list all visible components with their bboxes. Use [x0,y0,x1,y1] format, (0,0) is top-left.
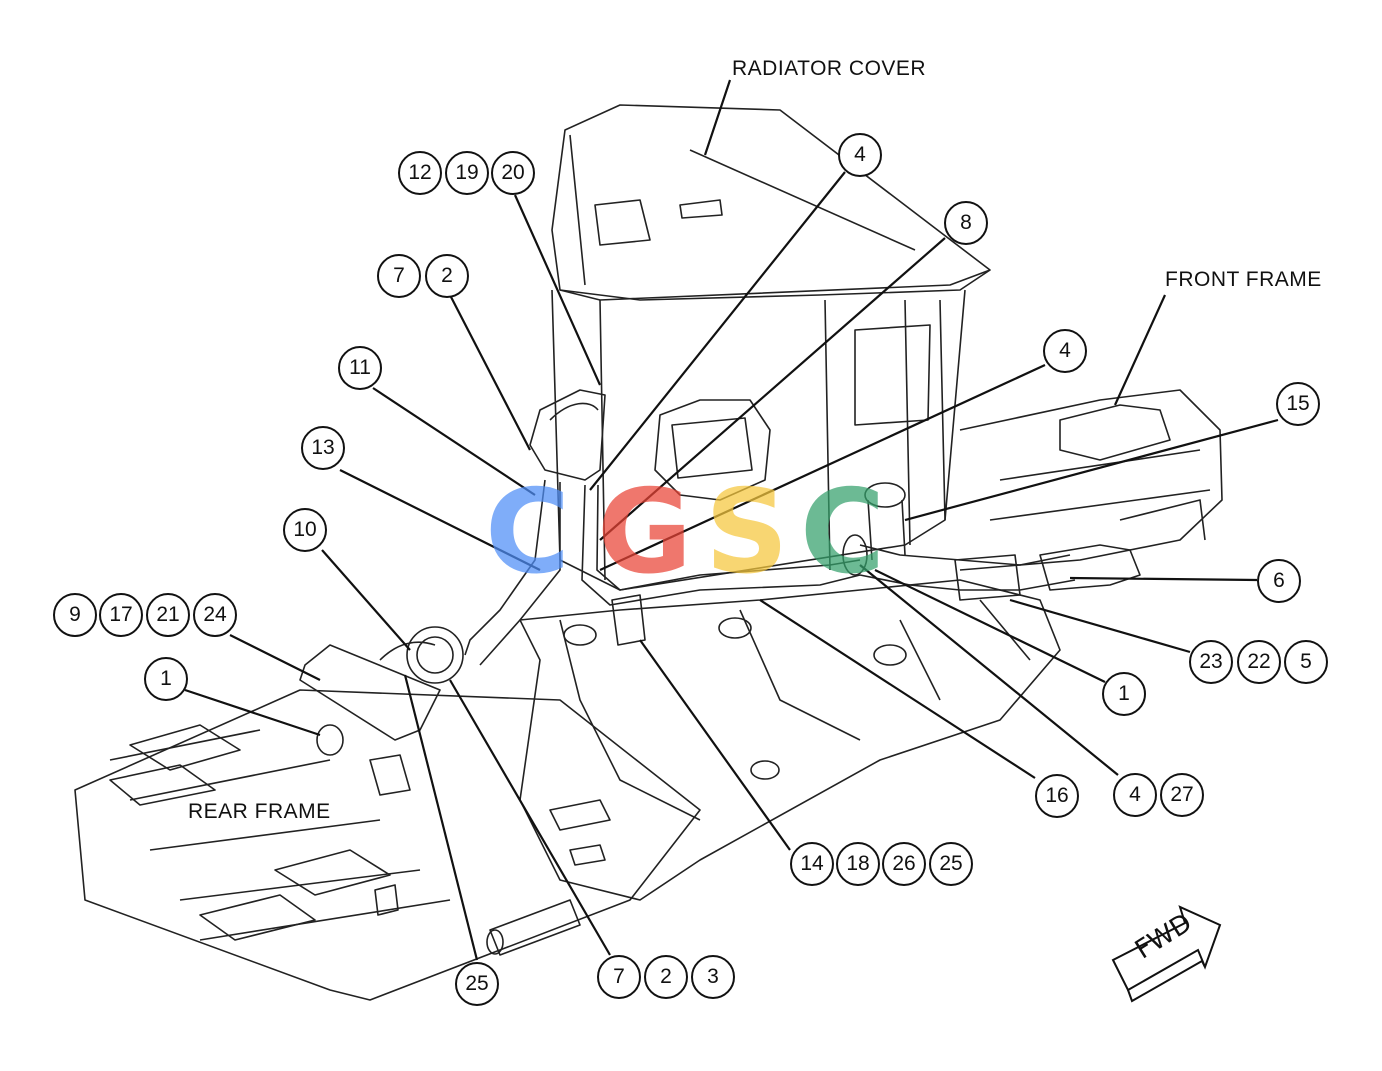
callout-25: 25 [455,962,499,1006]
callout-7: 7 [377,254,421,298]
callout-8: 8 [944,201,988,245]
callout-22: 22 [1237,640,1281,684]
middle-tube [581,484,861,606]
callout-23: 23 [1189,640,1233,684]
callout-27: 27 [1160,773,1204,817]
watermark-letter-c1: C [485,465,571,600]
callout-1: 1 [144,657,188,701]
callout-18: 18 [836,842,880,886]
callout-19: 19 [445,151,489,195]
callout-10: 10 [283,508,327,552]
callout-4: 4 [838,133,882,177]
callout-2: 2 [425,254,469,298]
callout-3: 3 [691,955,735,999]
callout-2: 2 [644,955,688,999]
callout-4: 4 [1113,773,1157,817]
callout-6: 6 [1257,559,1301,603]
radiator-body-shape [551,289,966,591]
callout-17: 17 [99,593,143,637]
callout-21: 21 [146,593,190,637]
leader-lines [184,79,1279,961]
radiator-cover-shape [551,104,991,301]
watermark-letter-s: S [705,465,789,600]
upper-hose [529,389,606,481]
callout-9: 9 [53,593,97,637]
rear-frame-label: REAR FRAME [188,800,331,823]
callout-12: 12 [398,151,442,195]
fwd-arrow-icon [1111,905,1222,1003]
front-frame-label: FRONT FRAME [1165,268,1322,291]
callout-26: 26 [882,842,926,886]
center-frame-shape [519,579,1061,901]
callout-20: 20 [491,151,535,195]
cylinder-shape [489,899,581,956]
radiator-cover-label: RADIATOR COVER [732,57,927,80]
front-frame-shape [959,389,1223,571]
callout-24: 24 [193,593,237,637]
watermark-letter-c2: C [800,465,886,600]
callout-11: 11 [338,346,382,390]
callout-25: 25 [929,842,973,886]
callout-13: 13 [301,426,345,470]
watermark-letter-g: G [597,465,693,600]
callout-15: 15 [1276,382,1320,426]
callout-7: 7 [597,955,641,999]
callout-1: 1 [1102,672,1146,716]
left-hose [464,479,561,666]
callout-14: 14 [790,842,834,886]
callout-5: 5 [1284,640,1328,684]
callout-4: 4 [1043,329,1087,373]
rear-frame-shape [74,689,701,1001]
callout-16: 16 [1035,774,1079,818]
